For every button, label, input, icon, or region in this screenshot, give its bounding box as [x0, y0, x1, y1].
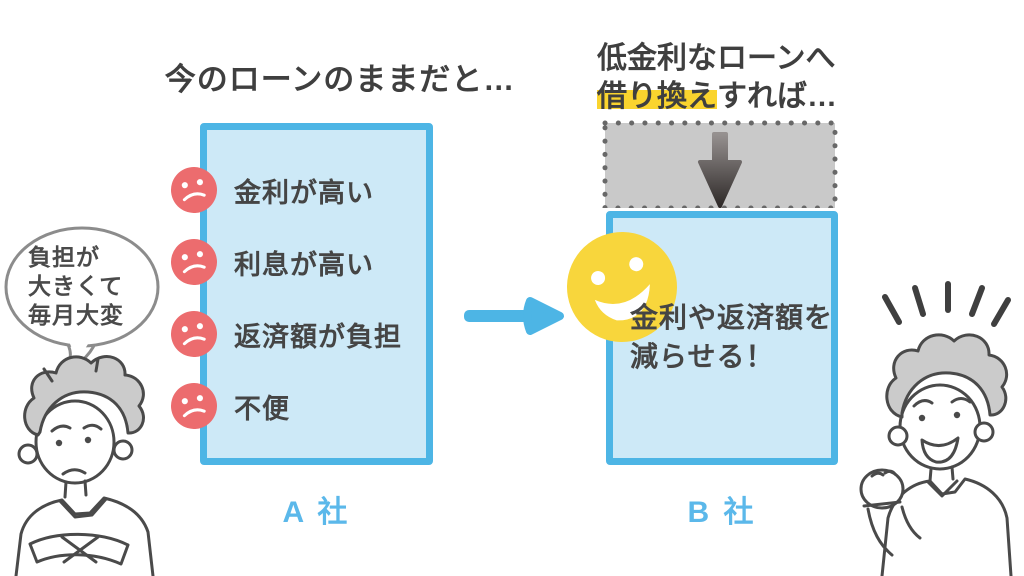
bubble-line1: 負担が	[28, 244, 100, 270]
problem-item-label: 利息が高い	[234, 249, 374, 280]
sad-face-icon	[171, 383, 217, 429]
benefit-line2: 減らせる！	[630, 341, 775, 372]
bubble-line2: 大きくて	[28, 273, 124, 299]
problem-item: 返済額が負担	[171, 311, 402, 357]
company-b-label: B 社	[687, 496, 757, 529]
happy-face-icon	[567, 232, 677, 342]
refinance-title-rest: すれば…	[717, 80, 837, 113]
sad-face-icon	[171, 239, 217, 285]
problem-item-label: 返済額が負担	[234, 321, 402, 352]
problem-item: 不便	[171, 383, 290, 429]
problem-item: 利息が高い	[171, 239, 374, 285]
refinance-title-line1: 低金利なローンへ	[597, 42, 836, 75]
bubble-line3: 毎月大変	[28, 302, 124, 328]
problem-item-label: 不便	[234, 393, 290, 424]
reduced-amount-block	[602, 120, 838, 208]
refinance-title-line2: 借り換えすれば…	[597, 78, 837, 116]
company-a-label: A 社	[282, 496, 351, 529]
happy-man-illustration	[859, 281, 1013, 576]
benefit-text: 金利や返済額を 減らせる！	[630, 298, 833, 376]
sad-face-icon	[171, 311, 217, 357]
benefit-line1: 金利や返済額を	[630, 302, 834, 333]
company-a-box	[200, 123, 433, 465]
right-arrow-icon	[464, 297, 564, 335]
problem-item: 金利が高い	[171, 167, 374, 213]
current-loan-title: 今のローンのままだと…	[164, 62, 516, 97]
refinance-title: 低金利なローンへ 借り換えすれば…	[597, 40, 837, 116]
speech-bubble-text: 負担が 大きくて 毎月大変	[28, 243, 124, 330]
refinance-title-highlight: 借り換え	[597, 80, 717, 113]
emphasis-lines-icon	[882, 281, 1011, 327]
sad-face-icon	[171, 167, 217, 213]
worried-man-illustration	[14, 355, 155, 576]
down-arrow-icon	[698, 132, 742, 208]
problem-item-label: 金利が高い	[234, 177, 374, 208]
